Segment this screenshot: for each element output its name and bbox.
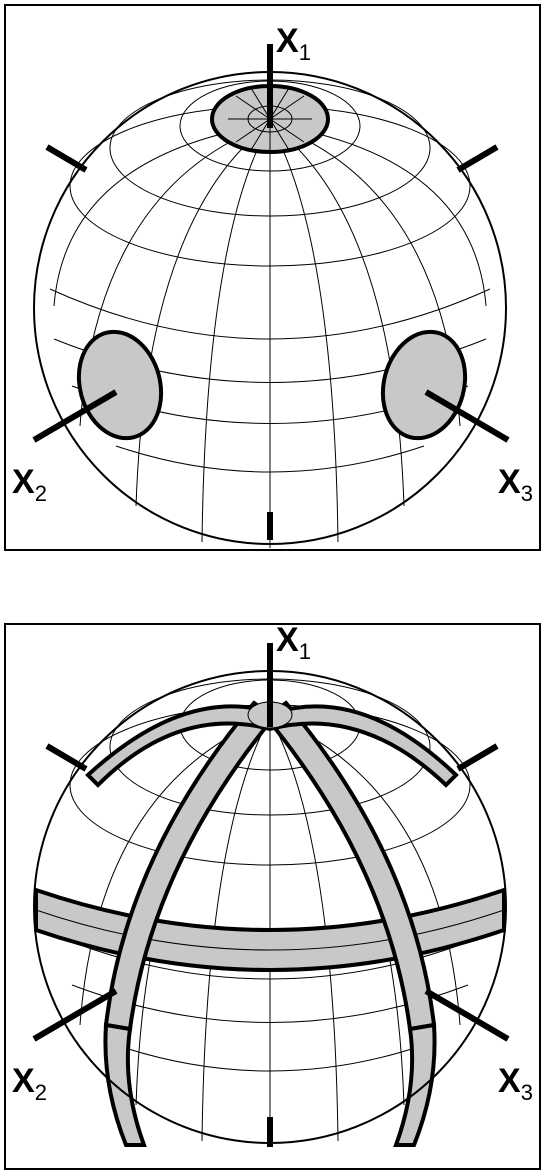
meridian-line <box>269 716 339 1142</box>
meridian-line <box>201 716 271 1142</box>
cap-region-x3 <box>380 329 468 441</box>
axis-label-x2: X2 <box>12 1062 47 1105</box>
top-panel-frame: X1 X2 X3 <box>4 4 541 551</box>
axis-label-x1: X1 <box>276 22 311 65</box>
axis-x2 <box>32 389 118 443</box>
meridian-line <box>135 123 271 507</box>
band-upper-arcs <box>85 704 459 788</box>
axis-upper-left-stub <box>45 144 88 173</box>
axis-sticks <box>32 44 510 540</box>
axis-sticks <box>32 643 510 1147</box>
band-lower-right <box>393 1022 437 1147</box>
axis-label-x3: X3 <box>498 1062 533 1105</box>
axis-label-x2: X2 <box>12 463 47 506</box>
axis-upper-left-stub <box>45 743 88 772</box>
meridian-line <box>269 123 405 507</box>
bottom-panel-frame: X1 X2 X3 <box>4 623 541 1170</box>
axis-label-x3: X3 <box>498 463 533 506</box>
axis-x3 <box>424 389 510 443</box>
axis-label-x1: X1 <box>276 625 311 664</box>
axis-x2 <box>32 988 118 1042</box>
meridian-line <box>269 123 339 543</box>
axis-upper-right-stub <box>456 743 499 772</box>
cap-region-x2 <box>76 329 164 441</box>
axis-x3 <box>424 988 510 1042</box>
axis-upper-right-stub <box>456 144 499 173</box>
band-lower-left <box>103 1022 147 1147</box>
bottom-sphere-diagram: X1 X2 X3 <box>12 625 533 1147</box>
top-sphere-diagram: X1 X2 X3 <box>12 22 533 548</box>
band-midline <box>35 909 505 951</box>
meridian-line <box>201 123 271 543</box>
